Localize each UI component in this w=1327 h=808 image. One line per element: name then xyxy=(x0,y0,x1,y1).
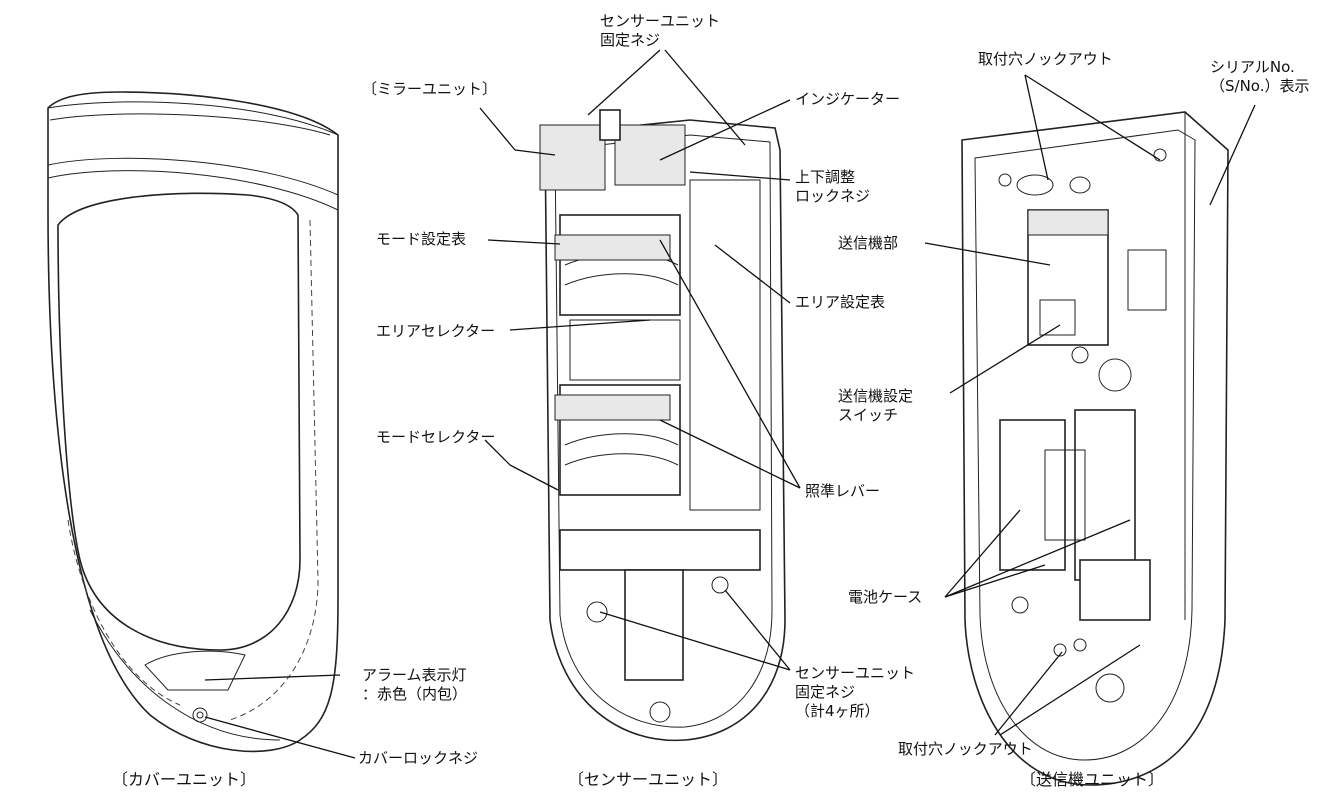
label-knockout-top: 取付穴ノックアウト xyxy=(978,50,1113,68)
label-cover-lock-screw: カバーロックネジ xyxy=(358,749,479,767)
caption-cover-unit: 〔カバーユニット〕 xyxy=(112,770,257,789)
sensor-unit-drawing xyxy=(539,109,786,742)
label-mode-table: モード設定表 xyxy=(376,230,467,248)
label-transmitter-switch: 送信機設定 スイッチ xyxy=(838,387,914,424)
label-transmitter-section: 送信機部 xyxy=(838,234,899,252)
label-indicator: インジケーター xyxy=(795,90,901,108)
label-sensor-fix-screw-bottom: センサーユニット 固定ネジ （計4ヶ所） xyxy=(795,664,916,720)
caption-transmitter-unit: 〔送信機ユニット〕 xyxy=(1020,770,1165,789)
label-sensor-fix-screw-top: センサーユニット 固定ネジ xyxy=(600,12,721,49)
leader-lines xyxy=(204,49,1256,759)
caption-sensor-unit: 〔センサーユニット〕 xyxy=(568,770,729,789)
label-serial-number: シリアルNo. （S/No.）表示 xyxy=(1210,58,1310,95)
label-alarm-lamp: アラーム表示灯 ：赤色（内包） xyxy=(362,666,468,703)
label-battery-case: 電池ケース xyxy=(848,588,923,606)
label-vertical-adjust-lock-screw: 上下調整 ロックネジ xyxy=(795,168,871,205)
label-knockout-bottom: 取付穴ノックアウト xyxy=(898,740,1033,758)
label-mode-selector: モードセレクター xyxy=(376,428,496,446)
label-aiming-lever: 照準レバー xyxy=(805,482,881,500)
transmitter-unit-drawing xyxy=(961,111,1229,786)
cover-unit-drawing xyxy=(47,91,339,753)
label-area-selector: エリアセレクター xyxy=(376,322,496,340)
label-mirror-unit: 〔ミラーユニット〕 xyxy=(362,80,498,98)
label-area-table: エリア設定表 xyxy=(795,293,886,311)
